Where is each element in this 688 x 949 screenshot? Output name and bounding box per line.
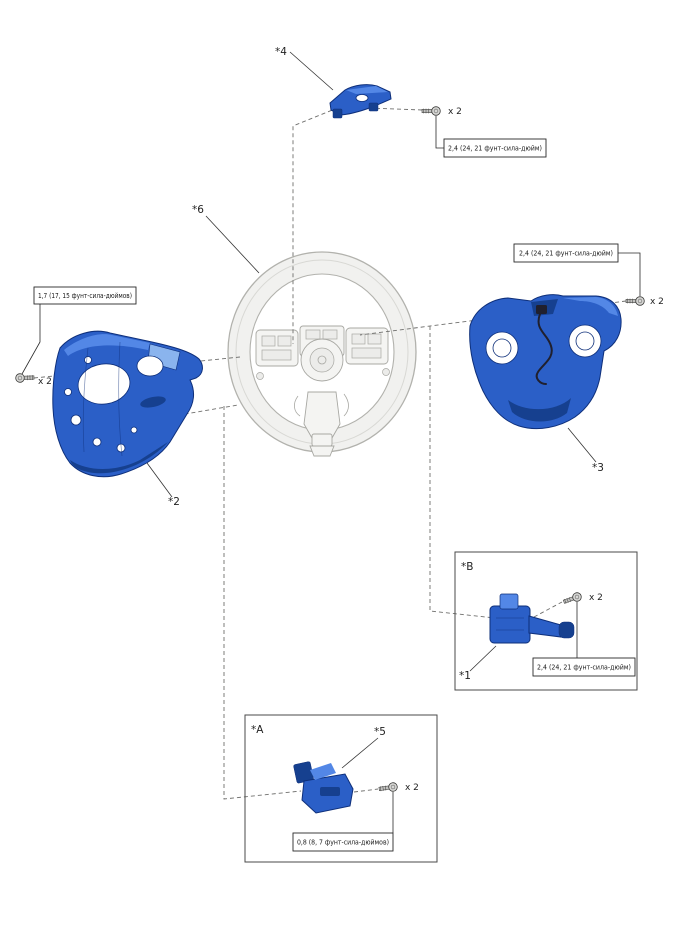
torque-value: 2,4 (24, 21 фунт-сила-дюйм) xyxy=(537,664,631,672)
torque-value: 0,8 (8, 7 фунт-сила-дюймов) xyxy=(297,839,389,847)
torque-callout-left: 1,7 (17, 15 фунт-сила-дюймов) xyxy=(21,286,137,375)
bolt-icon-box-b xyxy=(561,591,583,607)
label-box-a: *A xyxy=(251,724,264,736)
part-lever-switch xyxy=(489,593,575,644)
qty-label-left: x 2 xyxy=(38,377,52,387)
torque-callout-right: 2,4 (24, 21 фунт-сила-дюйм) xyxy=(513,243,641,296)
part-switch-bracket xyxy=(329,84,392,119)
part-labels: *4 *6 *2 *3 *1 *5 *B *A xyxy=(146,46,604,769)
qty-label-top: x 2 xyxy=(448,107,462,117)
torque-callout-box-a: 0,8 (8, 7 фунт-сила-дюймов) xyxy=(292,792,394,852)
part-lower-cover-left xyxy=(52,330,203,478)
detail-box-b xyxy=(454,551,638,691)
torque-callout-box-b: 2,4 (24, 21 фунт-сила-дюйм) xyxy=(532,602,636,677)
qty-label-right: x 2 xyxy=(650,297,664,307)
torque-value: 2,4 (24, 21 фунт-сила-дюйм) xyxy=(448,145,542,153)
torque-callout-top: 2,4 (24, 21 фунт-сила-дюйм) xyxy=(435,116,547,158)
label-box-b: *B xyxy=(461,561,473,573)
label-part4: *4 xyxy=(275,46,287,58)
bolt-icon-right xyxy=(625,296,645,306)
torque-value: 2,4 (24, 21 фунт-сила-дюйм) xyxy=(519,250,613,258)
bolt-icon-left xyxy=(15,372,35,383)
qty-label-box-a: x 2 xyxy=(405,783,419,793)
part-column-cover-right xyxy=(469,294,622,430)
qty-label-box-b: x 2 xyxy=(589,593,603,603)
label-part5: *5 xyxy=(374,726,386,738)
label-part2: *2 xyxy=(168,496,180,508)
bolt-icon-box-a xyxy=(378,781,399,794)
label-part1: *1 xyxy=(459,670,471,682)
detail-box-a xyxy=(244,714,438,863)
torque-value: 1,7 (17, 15 фунт-сила-дюймов) xyxy=(38,292,132,300)
bolt-icon-top xyxy=(421,106,441,116)
label-part3: *3 xyxy=(592,462,604,474)
part-switch-assembly xyxy=(293,761,354,814)
steering-wheel xyxy=(227,251,417,457)
label-part6: *6 xyxy=(192,204,204,216)
